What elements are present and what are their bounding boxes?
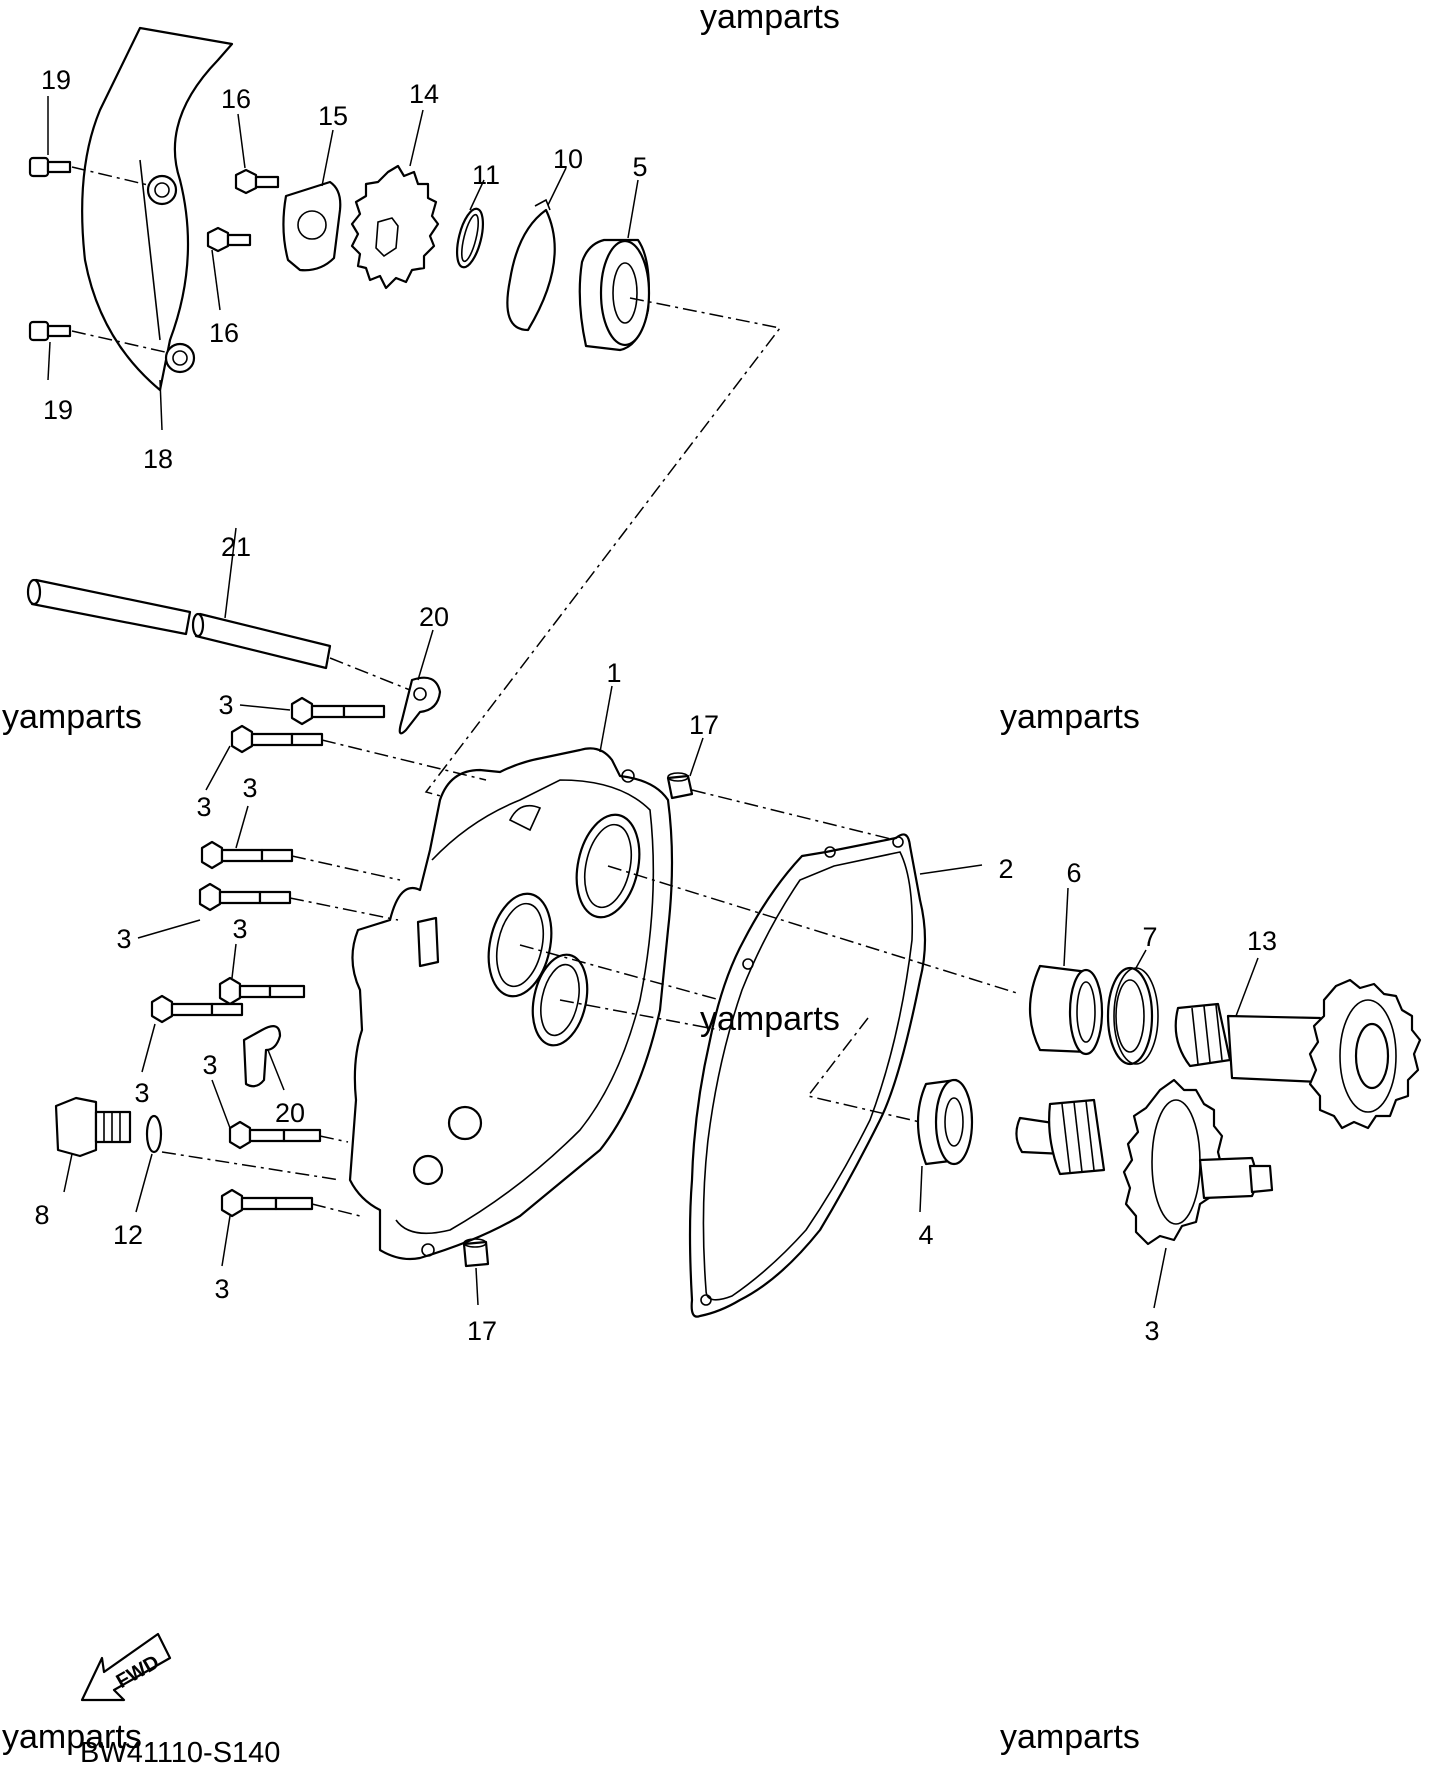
sprocket-part-14 [350,164,440,290]
callout-20-lower: 20 [275,1098,305,1128]
needle-bearing-part-6 [1028,964,1104,1056]
callout-3-b: 3 [196,792,211,822]
callout-19-lower: 19 [43,395,73,425]
callout-13: 13 [1247,926,1277,956]
bolt-19-bottom [28,320,166,353]
circlip-part-8 [506,198,556,332]
callout-5: 5 [632,152,647,182]
callout-11: 12 [113,1220,143,1250]
callout-14: 14 [409,79,439,109]
bolt-3-e [218,976,306,1006]
callout-labels: 19 16 15 14 11 10 5 16 19 18 21 20 1 17 … [34,65,1277,1346]
gasket-part-2 [688,833,927,1318]
watermark-bottom-left: yamparts [2,1718,142,1756]
dowel-part-17-top [666,772,694,800]
fwd-arrow-icon: FWD [80,1632,172,1702]
callout-18: 18 [143,444,173,474]
plate-part-15 [282,180,342,272]
clip-part-9 [455,207,485,269]
callout-10: 8 [34,1200,49,1230]
leader-lines [47,96,1259,1309]
callout-8: 10 [553,144,583,174]
callout-3-c: 3 [242,773,257,803]
bolt-3-b [230,724,487,781]
callout-21: 21 [221,532,251,562]
callout-3-h: 3 [214,1274,229,1304]
callout-4: 4 [918,1220,933,1250]
clamp-part-20-top [398,676,442,735]
dowel-part-17-bottom [462,1238,490,1268]
clamp-part-20-bottom [242,1025,282,1088]
upper-cover-part-18 [81,26,234,392]
transmission-case-part-1 [348,747,674,1261]
callout-7: 7 [1142,922,1157,952]
shaft-gear-part-12 [1015,1078,1274,1246]
watermark-mid-right: yamparts [1000,698,1140,736]
pipe-part-21 [26,578,332,670]
callout-6: 6 [1066,858,1081,888]
callout-3-f: 3 [134,1078,149,1108]
bearing-part-4 [916,1078,974,1166]
callout-19: 19 [41,65,71,95]
bolt-3-h [220,1188,361,1218]
callout-3-d: 3 [116,924,131,954]
shaft-gear-part-13 [1174,978,1422,1130]
drain-plug-part-10 [54,1096,132,1158]
callout-1: 1 [606,658,621,688]
washer-part-11 [145,1114,163,1154]
callout-9: 11 [472,160,500,190]
bearing-part-5 [578,238,651,352]
bolt-3-c [200,840,401,881]
callout-20: 20 [419,602,449,632]
bolt-3-a [290,696,386,726]
watermark-bottom-right: yamparts [1000,1718,1140,1756]
bolt-3-g [228,1120,349,1150]
bolt-3-d [198,882,399,921]
callout-17: 17 [689,710,719,740]
watermarks: yamparts yamparts yamparts yamparts yamp… [2,0,1140,1756]
callout-12: 3 [1144,1316,1159,1346]
callout-3-a: 3 [218,690,233,720]
callout-17-lower: 17 [467,1316,497,1346]
watermark-mid-left: yamparts [2,698,142,736]
watermark-center: yamparts [700,1000,840,1038]
bolt-19-top [28,156,149,186]
bolt-16-bottom [206,226,252,253]
callout-16: 16 [221,84,251,114]
drawing-code: BW41110-S140 [80,1737,280,1769]
bolt-16-top [234,168,280,195]
callout-2: 2 [998,854,1013,884]
callout-16-lower: 16 [209,318,239,348]
watermark-top: yamparts [700,0,840,36]
bolt-3-f [150,994,244,1024]
callout-3-g: 3 [202,1050,217,1080]
callout-15: 15 [318,101,348,131]
oil-seal-part-7 [1106,966,1159,1066]
callout-3-e: 3 [232,914,247,944]
